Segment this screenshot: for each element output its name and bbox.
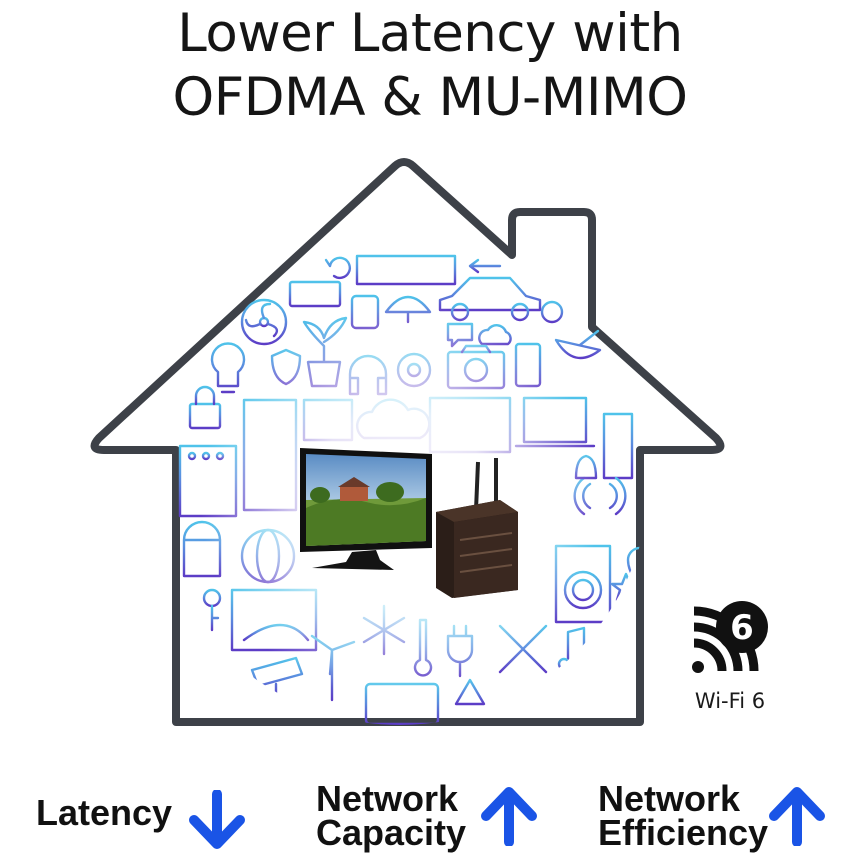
key-icon — [202, 588, 222, 608]
monitor-illustration — [300, 448, 432, 570]
refresh-icon — [324, 256, 351, 280]
metric-latency: Latency — [36, 788, 266, 849]
satellite-dish-icon — [554, 329, 602, 360]
metric-efficiency-line1: Network — [598, 778, 741, 819]
metric-latency-label: Latency — [36, 792, 173, 833]
gear-icon — [540, 300, 564, 324]
door-icon — [602, 412, 634, 480]
metric-network-efficiency: Network Efficiency — [598, 778, 848, 854]
arrow-up-icon — [481, 787, 537, 846]
wifi-6-number: 6 — [730, 608, 754, 648]
metric-efficiency-line2: Efficiency — [598, 812, 769, 853]
arrow-left-icon — [468, 258, 502, 274]
metric-capacity-line2: Capacity — [316, 812, 467, 853]
headline-line-2: OFDMA & MU-MIMO — [172, 67, 688, 128]
wifi-6-icon: 6 — [692, 601, 768, 673]
wifi-6-badge: 6 Wi-Fi 6 — [680, 597, 780, 722]
arrow-down-icon — [189, 790, 245, 849]
wifi-6-label: Wi-Fi 6 — [694, 689, 766, 713]
arrow-up-icon — [769, 787, 825, 846]
metric-network-capacity: Network Capacity — [316, 778, 556, 854]
house-outline — [90, 158, 725, 726]
fan-icon — [240, 298, 288, 346]
car-icon — [438, 276, 542, 312]
smart-home-illustration — [90, 158, 725, 726]
battery-icon — [288, 280, 342, 308]
star-icon — [610, 572, 642, 602]
headline-line-1: Lower Latency with — [177, 3, 683, 64]
recycle-icon — [454, 678, 486, 706]
music-note-icon — [566, 626, 586, 664]
router-tower-illustration — [436, 458, 518, 598]
metric-capacity-line1: Network — [316, 778, 459, 819]
